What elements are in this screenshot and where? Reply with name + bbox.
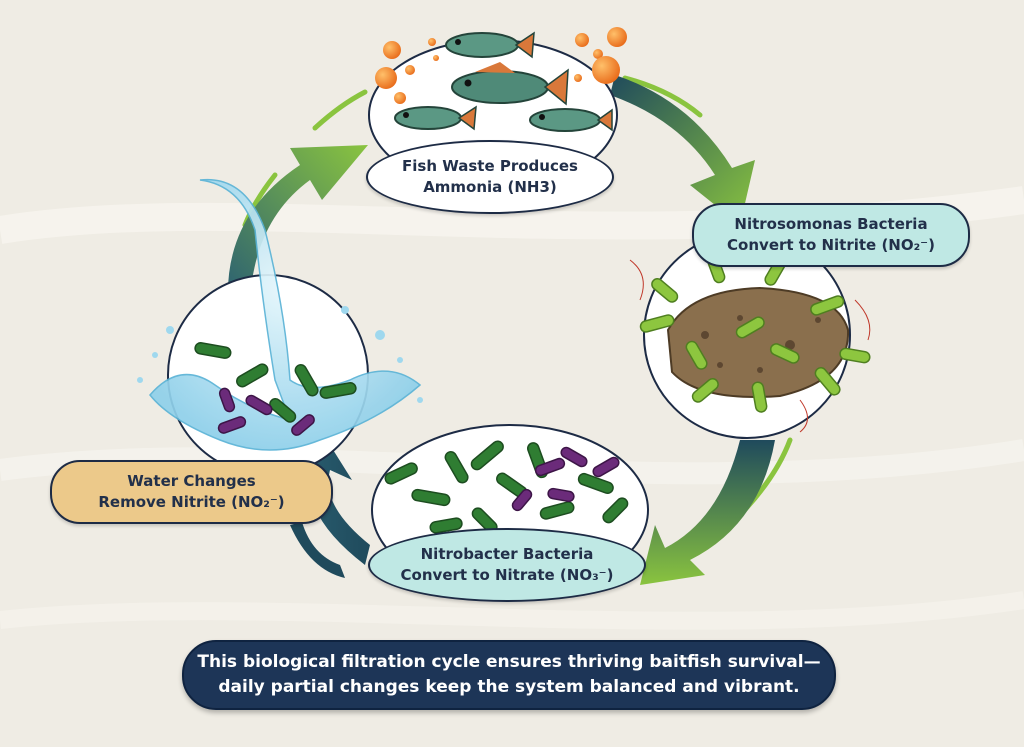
fish-icon [394, 105, 477, 131]
water-splash-icon [137, 178, 423, 451]
bacteria-icon [511, 446, 620, 512]
sponge-icon [666, 286, 850, 398]
cycle-arrow-icon [640, 440, 775, 585]
caption-banner: This biological filtration cycle ensures… [182, 640, 836, 710]
stage-label-water-change: Water Changes Remove Nitrite (NO₂⁻) [50, 460, 333, 524]
bubble-icon [375, 27, 627, 104]
bacteria-icon [194, 342, 357, 423]
stage-label-nitrate: Nitrobacter Bacteria Convert to Nitrate … [368, 528, 646, 602]
fish-icon [445, 31, 535, 59]
cycle-arrow-icon [610, 75, 755, 225]
bacteria-icon [217, 387, 315, 436]
sponge-scene [629, 231, 871, 439]
accent-arc [622, 75, 703, 118]
stage-label-ammonia: Fish Waste Produces Ammonia (NH3) [366, 140, 614, 214]
water-splash-scene [137, 178, 423, 476]
cycle-arrow-icon [227, 145, 368, 300]
bacteria-icon [639, 251, 871, 413]
stage-label-nitrite: Nitrosomonas Bacteria Convert to Nitrite… [692, 203, 970, 267]
fish-icon [451, 62, 569, 106]
accent-arc [312, 89, 368, 131]
fish-icon [529, 108, 613, 132]
